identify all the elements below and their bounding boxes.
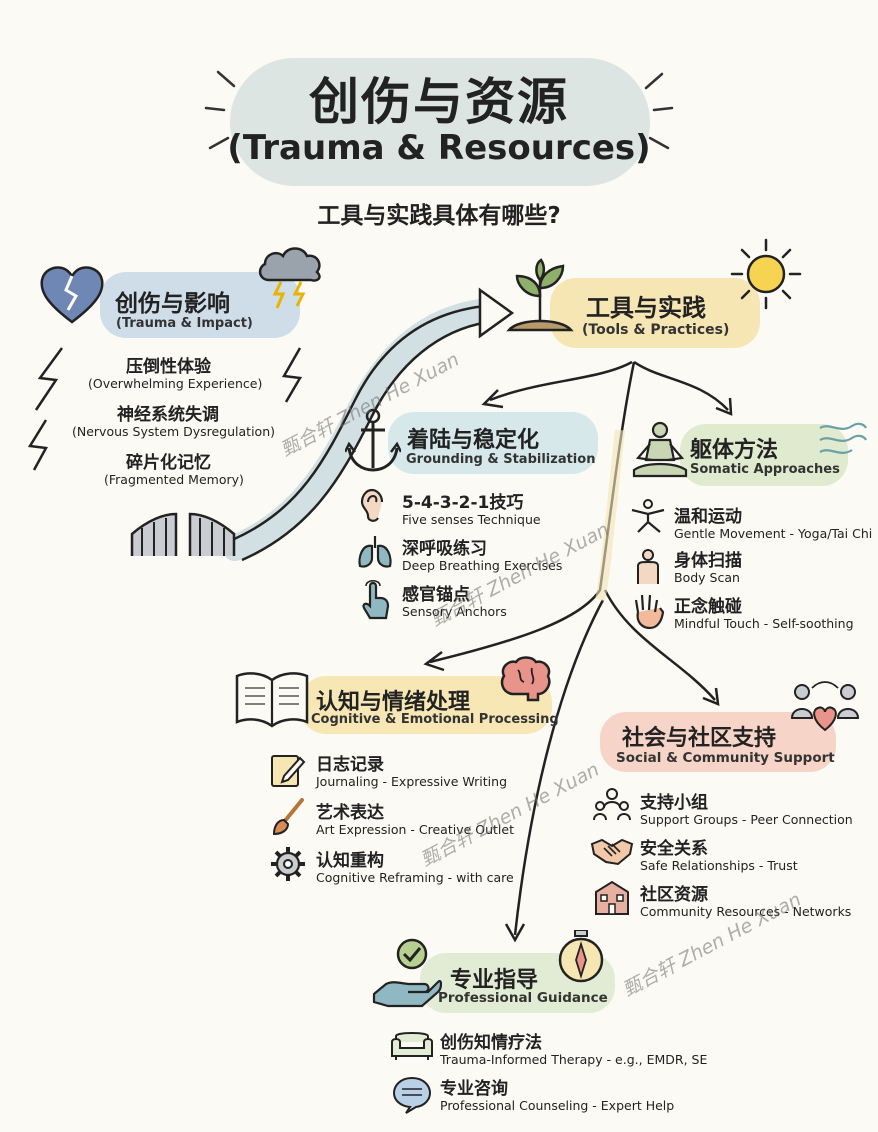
trauma-item-2-title: 神经系统失调 [117, 405, 219, 425]
cognitive-item-2-title: 艺术表达 [316, 803, 384, 823]
sparkle-lines-right [644, 72, 674, 150]
progress-arrow [222, 299, 493, 561]
open-hand-icon [634, 594, 665, 630]
tools-header-bg [550, 278, 760, 348]
stretch-figure-icon [631, 499, 665, 533]
broken-bridge-icon [130, 512, 236, 556]
professional-title: 专业指导 [450, 968, 539, 993]
broken-heart-icon [40, 266, 104, 324]
trauma-subtitle: (Trauma & Impact) [116, 316, 253, 331]
social-item-2-title: 安全关系 [640, 839, 708, 859]
sprout-icon [506, 258, 574, 332]
open-book-icon [235, 672, 309, 728]
sofa-icon [391, 1032, 433, 1060]
grounding-title: 着陆与稳定化 [407, 428, 540, 453]
tools-subtitle: (Tools & Practices) [582, 322, 730, 338]
trauma-item-1-title: 压倒性体验 [126, 357, 211, 377]
social-title: 社会与社区支持 [622, 726, 777, 751]
social-item-3-subtitle: Community Resources - Networks [640, 904, 852, 919]
trauma-item-2-subtitle: (Nervous System Dysregulation) [72, 424, 275, 439]
somatic-item-3-title: 正念触碰 [674, 597, 742, 617]
page-question: 工具与实践具体有哪些? [317, 203, 561, 229]
professional-subtitle: Professional Guidance [438, 990, 608, 1006]
professional-item-2-title: 专业咨询 [440, 1079, 508, 1099]
speech-bubble-icon [392, 1076, 432, 1114]
professional-item-1-title: 创伤知情疗法 [440, 1033, 542, 1053]
sun-icon [730, 238, 802, 310]
cognitive-item-3-title: 认知重构 [316, 851, 384, 871]
somatic-title: 躯体方法 [690, 438, 779, 463]
somatic-item-2-subtitle: Body Scan [674, 570, 740, 585]
trauma-item-1-subtitle: (Overwhelming Experience) [88, 376, 263, 391]
cognitive-title: 认知与情绪处理 [316, 690, 471, 715]
storm-cloud-icon [258, 247, 321, 309]
social-item-2-subtitle: Safe Relationships - Trust [640, 858, 798, 873]
grounding-item-2-subtitle: Deep Breathing Exercises [402, 558, 563, 573]
grounding-item-2-title: 深呼吸练习 [402, 539, 487, 559]
tools-title: 工具与实践 [586, 294, 706, 322]
ear-icon [360, 488, 384, 522]
wind-lines-icon [819, 422, 867, 454]
compass-icon [558, 930, 604, 983]
somatic-header-bg [680, 424, 848, 486]
cognitive-subtitle: Cognitive & Emotional Processing [311, 712, 559, 727]
body-scan-icon [637, 549, 659, 584]
grounding-item-3-title: 感官锚点 [402, 585, 470, 605]
grounding-header-bg [388, 412, 598, 474]
cognitive-item-1-title: 日志记录 [316, 755, 384, 775]
trauma-item-3-subtitle: (Fragmented Memory) [104, 472, 244, 487]
trauma-title: 创伤与影响 [115, 291, 230, 317]
anchor-icon [345, 408, 401, 472]
social-item-3-title: 社区资源 [640, 885, 708, 905]
hand-checkmark-icon [372, 938, 442, 1008]
gear-icon [271, 847, 305, 881]
cognitive-item-1-subtitle: Journaling - Expressive Writing [316, 774, 508, 789]
social-item-1-subtitle: Support Groups - Peer Connection [640, 812, 853, 827]
professional-item-2-subtitle: Professional Counseling - Expert Help [440, 1098, 675, 1113]
grounding-item-3-subtitle: Sensory Anchors [402, 604, 507, 619]
grounding-item-1-title: 5-4-3-2-1技巧 [402, 493, 524, 513]
journal-pen-icon [271, 755, 306, 787]
paintbrush-icon [272, 798, 304, 836]
lungs-icon [358, 536, 392, 568]
grounding-subtitle: Grounding & Stabilization [406, 452, 596, 467]
page-title: 创伤与资源 [309, 73, 569, 131]
title-cloud [230, 58, 650, 186]
cognitive-item-3-subtitle: Cognitive Reframing - with care [316, 870, 514, 885]
cognitive-item-2-subtitle: Art Expression - Creative Outlet [316, 822, 514, 837]
professional-item-1-subtitle: Trauma-Informed Therapy - e.g., EMDR, SE [440, 1052, 708, 1067]
grounding-item-1-subtitle: Five senses Technique [402, 512, 541, 527]
somatic-item-3-subtitle: Mindful Touch - Self-soothing [674, 616, 854, 631]
trauma-header-bg [100, 272, 300, 338]
people-heart-icon [790, 681, 860, 732]
group-icon [593, 788, 631, 821]
somatic-item-1-subtitle: Gentle Movement - Yoga/Tai Chi [674, 526, 873, 541]
social-header-bg [600, 712, 836, 772]
page-title-english: (Trauma & Resources) [227, 128, 651, 168]
meditation-figure-icon [632, 421, 688, 478]
building-icon [595, 880, 629, 915]
brain-icon [500, 656, 551, 702]
social-subtitle: Social & Community Support [616, 750, 835, 766]
somatic-item-2-title: 身体扫描 [674, 551, 742, 571]
touch-hand-icon [362, 580, 390, 620]
somatic-subtitle: Somatic Approaches [690, 462, 840, 477]
handshake-icon [590, 838, 634, 866]
somatic-item-1-title: 温和运动 [674, 507, 742, 527]
sparkle-lines-left [204, 70, 236, 150]
trauma-item-3-title: 碎片化记忆 [126, 453, 211, 473]
social-item-1-title: 支持小组 [640, 793, 708, 813]
